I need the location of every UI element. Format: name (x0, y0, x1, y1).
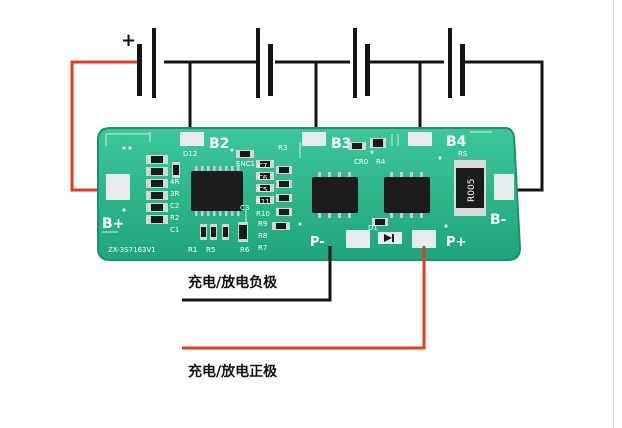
smd-components-left (146, 155, 180, 224)
silk-r8: R8 (258, 232, 267, 240)
silk-r9: R9 (258, 220, 267, 228)
sense-resistor-value: R005 (467, 179, 477, 202)
smd-components-bottom (200, 222, 248, 242)
diode-d1 (378, 232, 402, 244)
battery-plus-sign: + (121, 30, 136, 51)
silk-c5: C5 (258, 186, 267, 194)
silk-r7: R7 (258, 244, 267, 252)
silk-part-number: ZX-3S7163V1 (108, 246, 156, 254)
pad-label-b2: B2 (209, 136, 229, 152)
pcb-vias (122, 146, 448, 228)
battery-cell-4 (448, 28, 465, 98)
silk-c7: C7 (258, 162, 267, 170)
pad-p-minus (346, 230, 370, 248)
label-charge-discharge-positive: 充电/放电正极 (188, 364, 278, 380)
silk-c1: C1 (170, 226, 179, 234)
pad-label-b3: B3 (331, 136, 351, 152)
pad-b3 (302, 132, 326, 146)
mosfet-2 (384, 172, 430, 218)
p-minus-black-wire (182, 246, 332, 302)
battery-cell-3 (353, 28, 370, 98)
silk-c3: C3 (240, 204, 249, 212)
silk-r5: R5 (206, 246, 215, 254)
silk-r6: R6 (240, 246, 250, 254)
sense-resistor (454, 160, 486, 216)
silk-enc1: ENC1 (236, 160, 255, 168)
pcb-board: B2 B3 B4 B+ B- P- P+ (97, 127, 522, 261)
pad-p-plus (412, 230, 436, 248)
silk-4r: 4R (170, 178, 179, 186)
pad-label-p-minus: P- (310, 235, 325, 250)
pad-b4 (408, 132, 432, 146)
b-plus-red-wire (70, 60, 137, 192)
mosfet-1 (312, 172, 358, 218)
silk-r10: R10 (256, 210, 270, 218)
pad-label-b-minus: B- (490, 212, 507, 228)
battery-cell-2 (256, 28, 273, 98)
pad-b2 (180, 132, 204, 146)
pad-label-b-plus: B+ (102, 216, 124, 232)
image-border (613, 0, 614, 428)
battery-cell-1 (137, 28, 156, 98)
smd-components-top-right (348, 138, 388, 226)
silk-r2: R2 (170, 214, 179, 222)
label-charge-discharge-negative: 充电/放电负极 (188, 275, 278, 291)
silk-rs: RS (458, 150, 468, 158)
p-plus-red-wire (182, 246, 426, 350)
silk-d1: D1 (368, 224, 378, 232)
silk-3r: 3R (170, 190, 179, 198)
pad-b-minus (494, 174, 514, 200)
silk-r3: R3 (278, 144, 287, 152)
smd-components-middle (236, 150, 292, 230)
pad-label-b4: B4 (446, 134, 467, 150)
silk-cr0: CR0 (354, 158, 368, 166)
silk-r11: R11 (256, 198, 270, 206)
silk-r4: R4 (376, 158, 386, 166)
protection-ic-left (191, 166, 243, 216)
pad-b-plus (106, 174, 130, 200)
silk-c2: C2 (170, 202, 179, 210)
silk-d12: D12 (183, 150, 197, 158)
silk-c6: C6 (258, 174, 268, 182)
silk-r1: R1 (188, 246, 197, 254)
pad-label-p-plus: P+ (446, 235, 466, 250)
